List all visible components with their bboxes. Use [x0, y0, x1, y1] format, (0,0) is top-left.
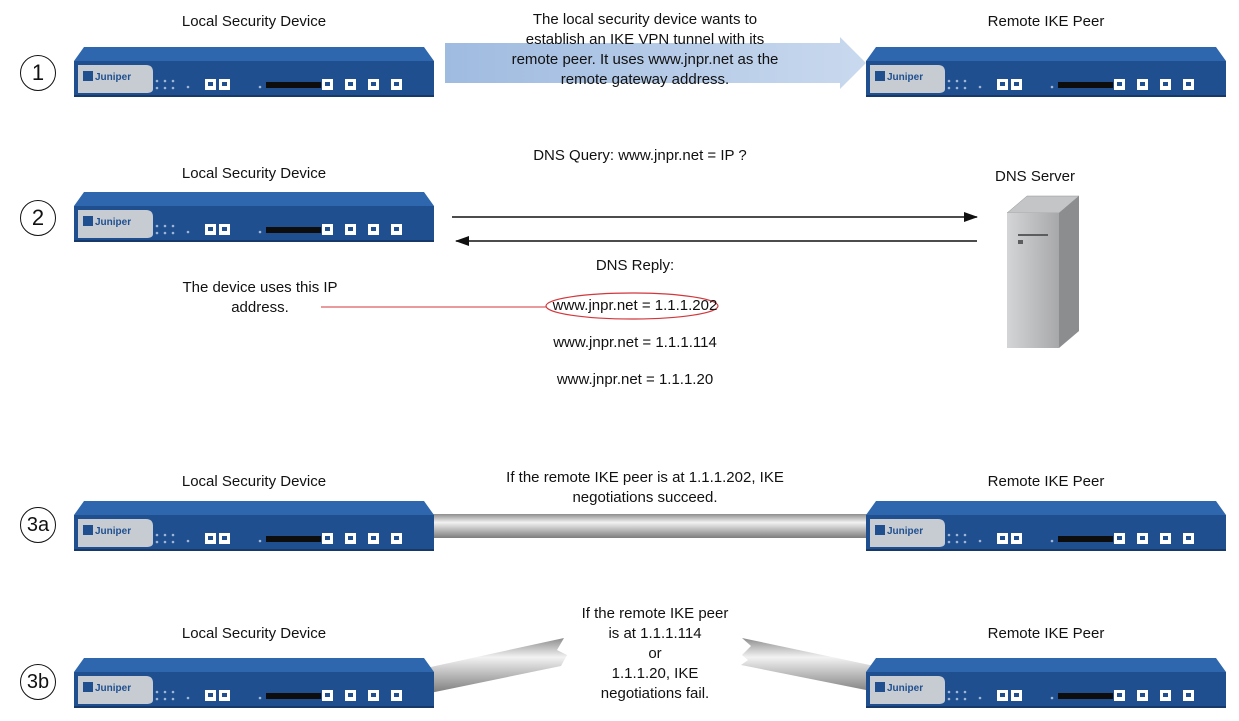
local-security-device-3a: [74, 501, 434, 551]
failed-tunnel-left: [426, 638, 567, 693]
dns-server-label: DNS Server: [994, 168, 1076, 185]
step-3a-message: If the remote IKE peer is at 1.1.1.202, …: [460, 468, 830, 508]
selected-ip-note-line: The device uses this IP: [182, 279, 338, 296]
step-1-message-line: establish an IKE VPN tunnel with its: [525, 31, 765, 48]
remote-ike-peer-3b: [866, 658, 1226, 708]
remote-ike-peer-1: [866, 47, 1226, 97]
step-2-marker: 2: [20, 200, 56, 236]
failed-tunnel-right: [741, 638, 884, 693]
local-device-label-1: Local Security Device: [181, 13, 327, 30]
remote-peer-label-1: Remote IKE Peer: [987, 13, 1105, 30]
step-3b-message: If the remote IKE peer is at 1.1.1.114 o…: [555, 604, 755, 704]
step-3b-message-line: 1.1.1.20, IKE: [611, 665, 699, 682]
step-3a-marker: 3a: [20, 507, 56, 543]
step-3b-marker: 3b: [20, 664, 56, 700]
local-device-label-2: Local Security Device: [181, 165, 327, 182]
step-3a-message-line: negotiations succeed.: [572, 489, 718, 506]
dns-reply-label: DNS Reply:: [595, 257, 675, 274]
selected-ip-note: The device uses this IP address.: [150, 278, 370, 318]
local-device-label-3a: Local Security Device: [181, 473, 327, 490]
remote-peer-label-3b: Remote IKE Peer: [987, 625, 1105, 642]
successful-tunnel: [432, 514, 870, 538]
step-3b-message-line: If the remote IKE peer: [581, 605, 729, 622]
step-1-message-line: The local security device wants to: [532, 11, 758, 28]
selected-ip-note-line: address.: [231, 299, 289, 316]
local-security-device-1: [74, 47, 434, 97]
dns-reply-entry: www.jnpr.net = 1.1.1.20: [556, 371, 714, 388]
step-1-message: The local security device wants to estab…: [460, 10, 830, 90]
step-3b-message-line: is at 1.1.1.114: [608, 625, 702, 642]
dns-query-label: DNS Query: www.jnpr.net = IP ?: [533, 147, 747, 164]
dns-server-icon: [1006, 195, 1080, 348]
local-device-label-3b: Local Security Device: [181, 625, 327, 642]
local-security-device-3b: [74, 658, 434, 708]
tunnel-request-arrow: [445, 37, 866, 89]
step-3b-message-line: or: [648, 645, 662, 662]
step-1-message-line: remote gateway address.: [560, 71, 730, 88]
dns-reply-entry: www.jnpr.net = 1.1.1.114: [553, 334, 717, 351]
dns-reply-entry: www.jnpr.net = 1.1.1.202: [552, 297, 718, 314]
step-1-marker: 1: [20, 55, 56, 91]
selected-ip-highlight: [545, 292, 719, 320]
remote-peer-label-3a: Remote IKE Peer: [987, 473, 1105, 490]
step-3b-message-line: negotiations fail.: [600, 685, 710, 702]
step-1-message-line: remote peer. It uses www.jnpr.net as the: [511, 51, 779, 68]
step-3a-message-line: If the remote IKE peer is at 1.1.1.202, …: [506, 469, 784, 486]
remote-ike-peer-3a: [866, 501, 1226, 551]
local-security-device-2: [74, 192, 434, 242]
